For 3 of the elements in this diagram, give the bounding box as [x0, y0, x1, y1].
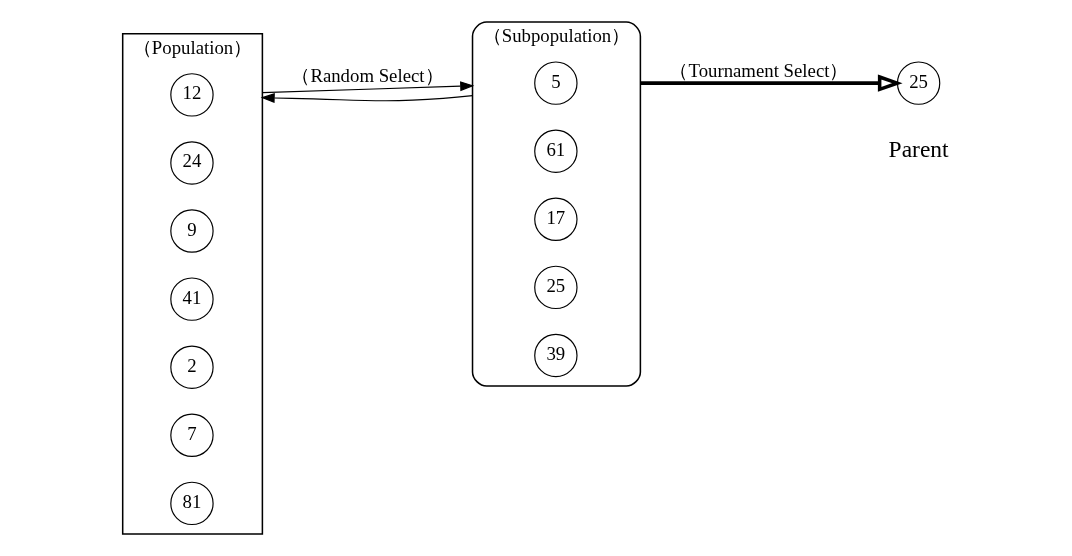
- edge-label: （Tournament Select）: [668, 60, 848, 82]
- node-label: Parent: [888, 136, 949, 163]
- edge-label: （Random Select）: [290, 64, 444, 86]
